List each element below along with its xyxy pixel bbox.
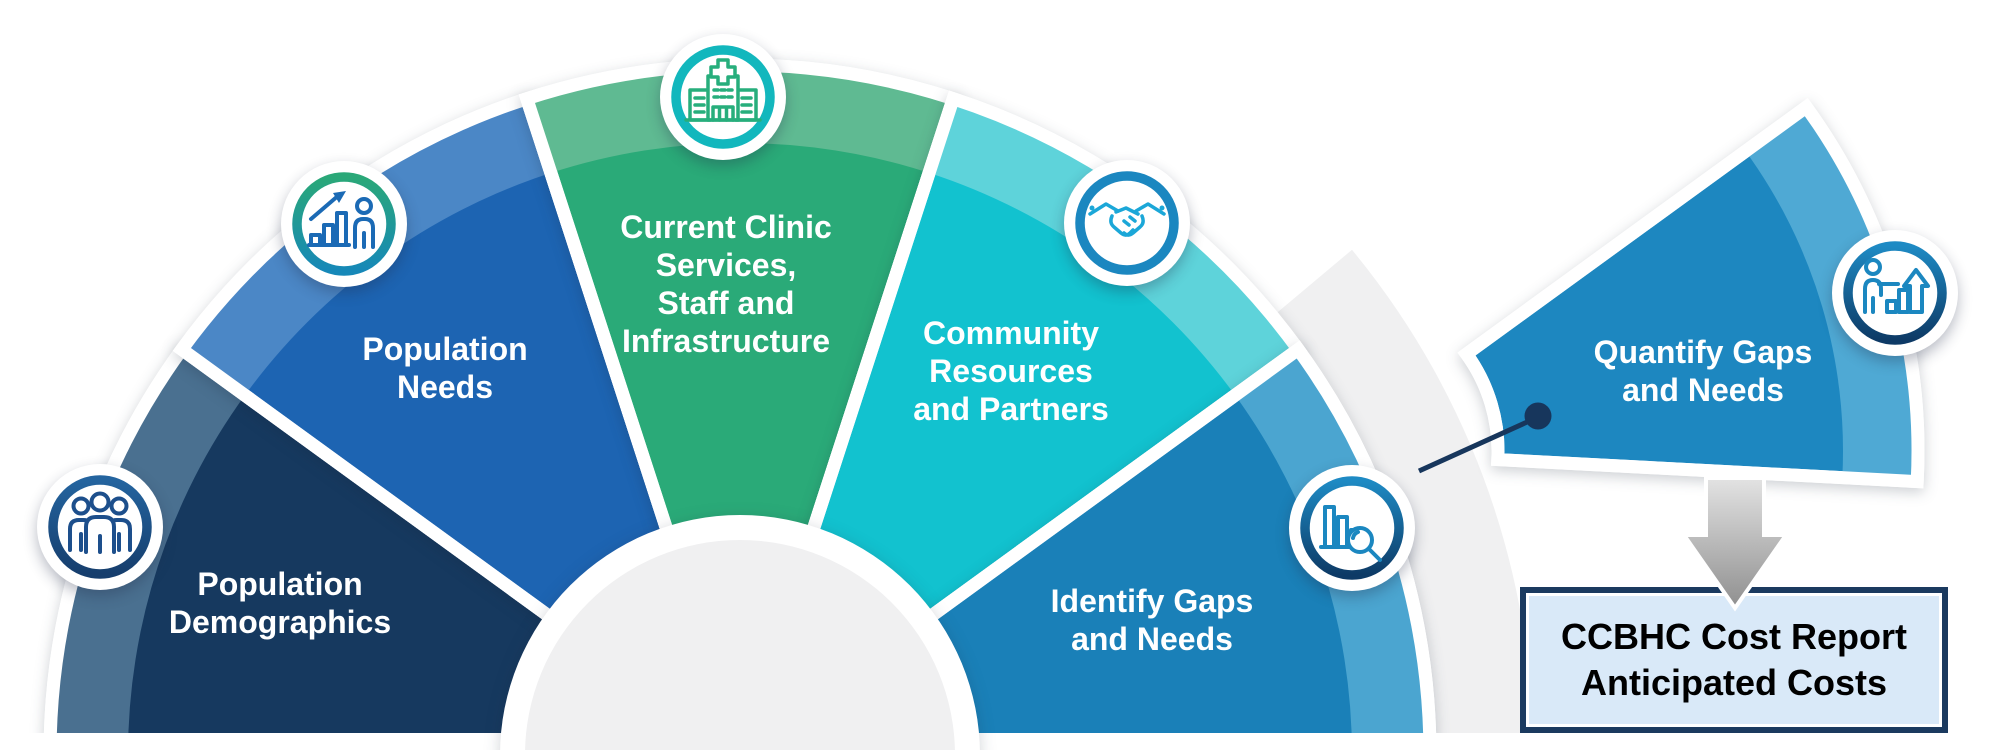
label-quantify-gaps: Quantify Gaps and Needs xyxy=(1593,334,1813,408)
ccbhc-cost-report-label: CCBHC Cost Report Anticipated Costs xyxy=(1526,593,1942,727)
hub-ring xyxy=(500,515,980,750)
wedge-population-needs xyxy=(172,90,746,750)
label-population-needs: Population Needs xyxy=(362,331,528,405)
label-current-clinic-services: Current Clinic Services, Staff and Infra… xyxy=(620,209,832,359)
bar-chart-magnifier-glyph xyxy=(1319,505,1382,562)
person-growth-arrow-icon xyxy=(1832,230,1958,356)
ccbhc-cost-report-box: CCBHC Cost Report Anticipated Costs xyxy=(1520,587,1948,733)
hub-disc xyxy=(525,540,955,750)
bar-chart-magnifier-icon xyxy=(1289,465,1415,591)
bottom-edge-mask xyxy=(0,733,2000,750)
handshake-icon xyxy=(1064,160,1190,286)
handshake-glyph xyxy=(1088,202,1166,237)
connector-line xyxy=(1417,415,1538,474)
label-identify-gaps: Identify Gaps and Needs xyxy=(1050,583,1254,657)
hospital-glyph xyxy=(684,58,762,122)
wedge-current-clinic-services xyxy=(518,58,962,750)
people-group-glyph xyxy=(68,491,132,554)
label-population-demographics: Population Demographics xyxy=(168,566,392,640)
hospital-icon xyxy=(660,34,786,160)
person-growth-arrow-glyph xyxy=(1863,258,1930,314)
empty-slot-sector xyxy=(735,231,1547,750)
icon-ring xyxy=(1843,241,1947,345)
growth-chart-person-glyph xyxy=(307,191,375,249)
people-group-icon xyxy=(37,464,163,590)
label-community-resources: Community Resources and Partners xyxy=(913,315,1109,427)
connector-dot xyxy=(1524,402,1552,430)
growth-chart-person-icon xyxy=(281,161,407,287)
